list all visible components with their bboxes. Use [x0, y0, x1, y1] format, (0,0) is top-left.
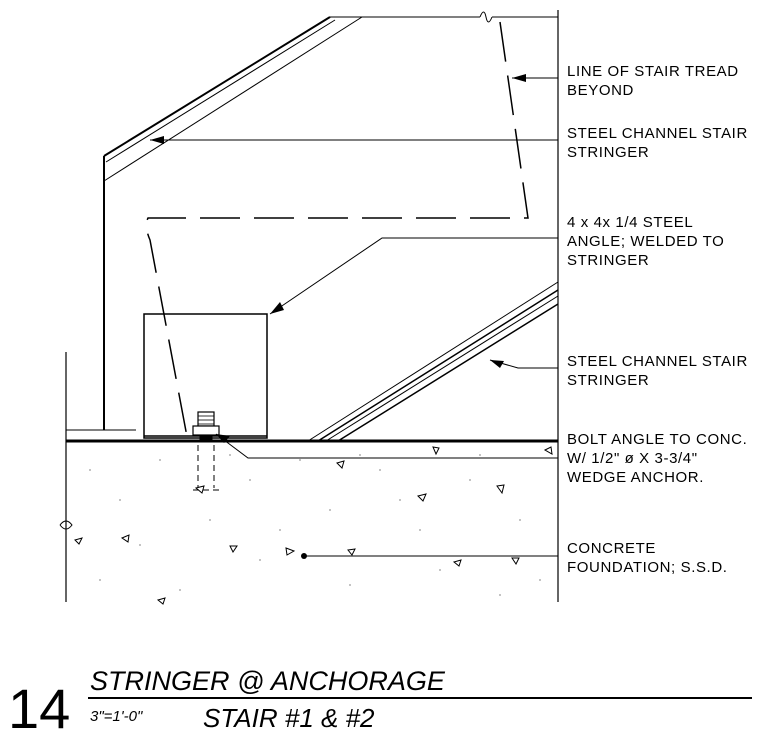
lower-channel-stringer: [307, 281, 559, 442]
note-bolt: BOLT ANGLE TO CONC. W/ 1/2" ø X 3-3/4" W…: [567, 431, 752, 486]
note-steel-angle: 4 x 4x 1/4 STEEL ANGLE; WELDED TO STRING…: [567, 214, 729, 269]
leader-arrowheads: [150, 74, 526, 559]
detail-subtitle: STAIR #1 & #2: [203, 703, 375, 733]
concrete-foundation: [59, 352, 558, 602]
concrete-aggregate: [74, 446, 553, 605]
upper-channel-stringer: [103, 11, 558, 430]
note-lower-channel: STEEL CHANNEL STAIR STRINGER: [567, 353, 753, 389]
leader-lines: [150, 77, 558, 557]
stair-tread-line-dashed: [145, 21, 529, 443]
concrete-stipple: [89, 454, 541, 596]
detail-number: 14: [8, 677, 70, 740]
note-upper-channel: STEEL CHANNEL STAIR STRINGER: [567, 125, 753, 161]
note-tread-line: LINE OF STAIR TREAD BEYOND: [567, 63, 744, 99]
wedge-anchor: [192, 411, 220, 491]
detail-title: STRINGER @ ANCHORAGE: [90, 666, 446, 696]
detail-scale: 3"=1'-0": [90, 708, 143, 725]
note-concrete: CONCRETE FOUNDATION; S.S.D.: [567, 540, 728, 576]
